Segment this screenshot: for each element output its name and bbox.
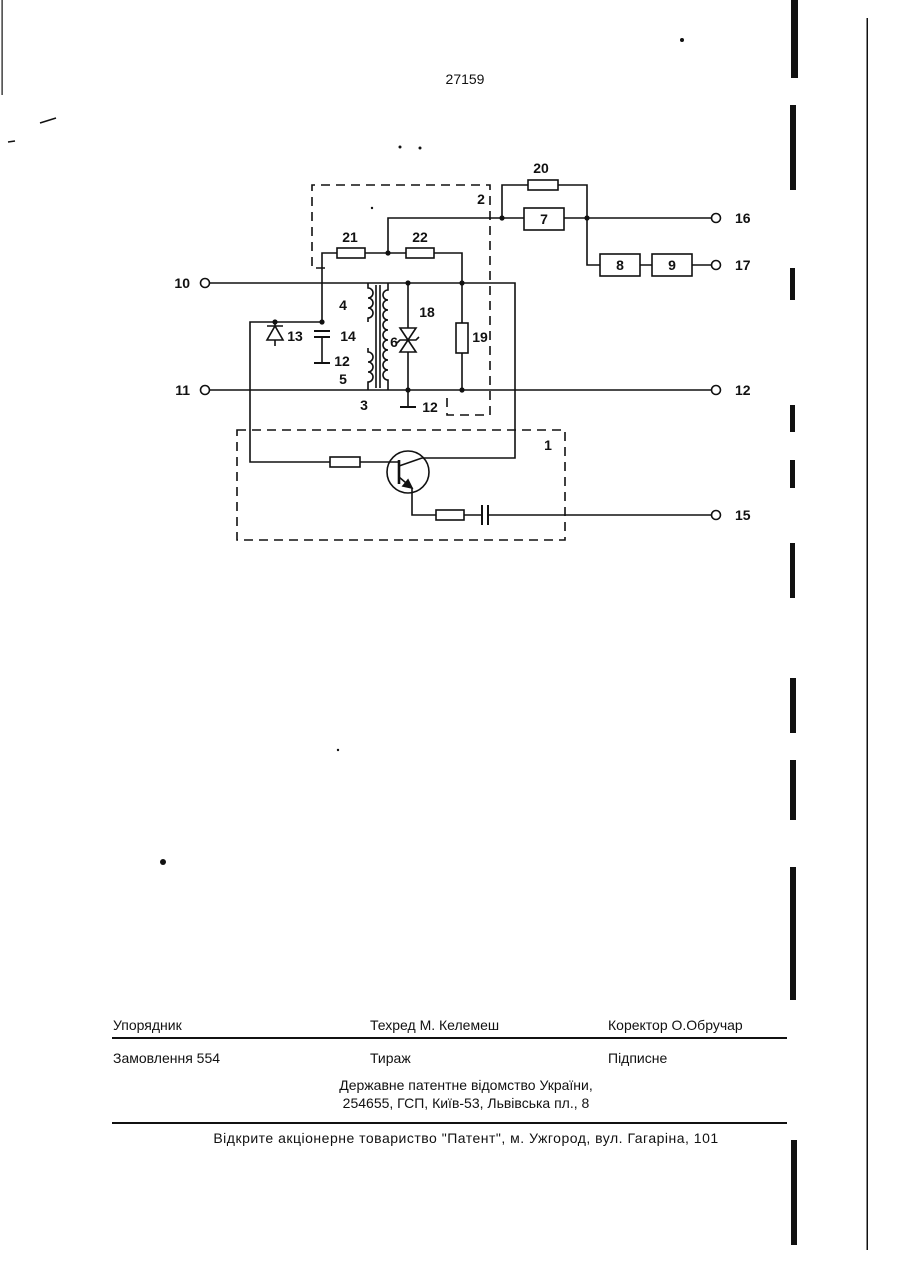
resistor-19 <box>456 323 468 353</box>
capacitor-14 <box>314 331 330 337</box>
label-capacitor-14: 14 <box>340 328 356 344</box>
page-number: 27159 <box>430 71 500 87</box>
label-block-8: 8 <box>616 257 624 273</box>
label-terminal-16: 16 <box>735 210 751 226</box>
diode-13 <box>267 326 283 340</box>
resistor-base <box>330 457 360 467</box>
wire-input-10 <box>210 283 516 458</box>
junction-dot <box>272 319 277 324</box>
footer-divider-bottom <box>112 1122 787 1124</box>
winding-5 <box>368 348 373 390</box>
junction-dot <box>319 319 324 324</box>
scan-mark <box>790 543 795 598</box>
label-block-7: 7 <box>540 211 548 227</box>
resistor-20 <box>528 180 558 190</box>
terminal-16 <box>712 214 721 223</box>
scan-dot <box>680 38 684 42</box>
label-terminal-15: 15 <box>735 507 751 523</box>
junction-dot <box>385 250 390 255</box>
footer-divider-top <box>112 1037 787 1039</box>
transistor-collector <box>399 458 422 466</box>
printer-imprint: Відкрите акціонерне товариство "Патент",… <box>116 1130 816 1146</box>
scan-mark <box>790 867 796 1000</box>
label-resistor-21: 21 <box>342 229 358 245</box>
scan-mark <box>790 268 795 300</box>
label-resistor-19: 19 <box>472 329 488 345</box>
junction-dot <box>405 387 410 392</box>
label-resistor-20: 20 <box>533 160 549 176</box>
page-edge-line <box>867 18 869 1250</box>
label-resistor-22: 22 <box>412 229 428 245</box>
scan-dot <box>371 207 373 209</box>
scan-mark <box>790 105 796 190</box>
label-winding-5: 5 <box>339 371 347 387</box>
label-block-9: 9 <box>668 257 676 273</box>
scan-mark <box>791 0 798 78</box>
label-terminal-17: 17 <box>735 257 751 273</box>
terminal-15 <box>712 511 721 520</box>
junction-dot <box>459 280 464 285</box>
junction-dot <box>499 215 504 220</box>
resistor-21 <box>337 248 365 258</box>
tech-editor: Техред М. Келемеш <box>370 1017 499 1033</box>
compiler-label: Упорядник <box>113 1017 182 1033</box>
scan-dot <box>160 859 166 865</box>
terminal-17 <box>712 261 721 270</box>
circulation: Тираж <box>370 1050 411 1066</box>
diode-18 <box>397 328 419 352</box>
label-block-1: 1 <box>544 437 552 453</box>
label-diode-18: 18 <box>419 304 435 320</box>
resistor-emitter <box>436 510 464 520</box>
wire-resistors-21-22 <box>322 253 462 390</box>
patent-office-name: Державне патентне відомство України, <box>236 1077 696 1093</box>
scan-mark <box>790 405 795 432</box>
scan-dot <box>337 749 339 751</box>
scan-mark <box>791 1140 797 1245</box>
terminal-10 <box>201 279 210 288</box>
terminal-11 <box>201 386 210 395</box>
label-terminal-10: 10 <box>174 275 190 291</box>
scan-dot <box>419 147 422 150</box>
terminal-12 <box>712 386 721 395</box>
scan-mark <box>8 141 15 142</box>
junction-dot <box>584 215 589 220</box>
label-terminal-11: 11 <box>175 382 190 398</box>
left-edge-line <box>2 0 3 95</box>
scan-mark <box>790 460 795 488</box>
label-transformer-3: 3 <box>360 397 368 413</box>
junction-dot <box>459 387 464 392</box>
label-winding-4: 4 <box>339 297 347 313</box>
corrector: Коректор О.Обручар <box>608 1017 743 1033</box>
subscription: Підписне <box>608 1050 667 1066</box>
scan-dot <box>399 146 402 149</box>
resistor-22 <box>406 248 434 258</box>
order-number: Замовлення 554 <box>113 1050 220 1066</box>
label-block-2: 2 <box>477 191 485 207</box>
circuit <box>201 180 721 540</box>
transformer-core <box>376 285 380 388</box>
label-terminal-12: 12 <box>735 382 751 398</box>
scan-mark <box>790 678 796 733</box>
scan-mark <box>790 760 796 820</box>
capacitor-output <box>482 505 488 525</box>
winding-4 <box>368 283 373 322</box>
winding-6 <box>383 283 388 390</box>
label-winding-6: 6 <box>390 334 398 350</box>
patent-office-address: 254655, ГСП, Київ-53, Львівська пл., 8 <box>236 1095 696 1111</box>
label-diode-13: 13 <box>287 328 303 344</box>
label-ground-left: 12 <box>334 353 350 369</box>
scan-mark <box>40 118 56 123</box>
label-ground-right: 12 <box>422 399 438 415</box>
transistor-emitter <box>399 477 436 515</box>
junction-dot <box>405 280 410 285</box>
